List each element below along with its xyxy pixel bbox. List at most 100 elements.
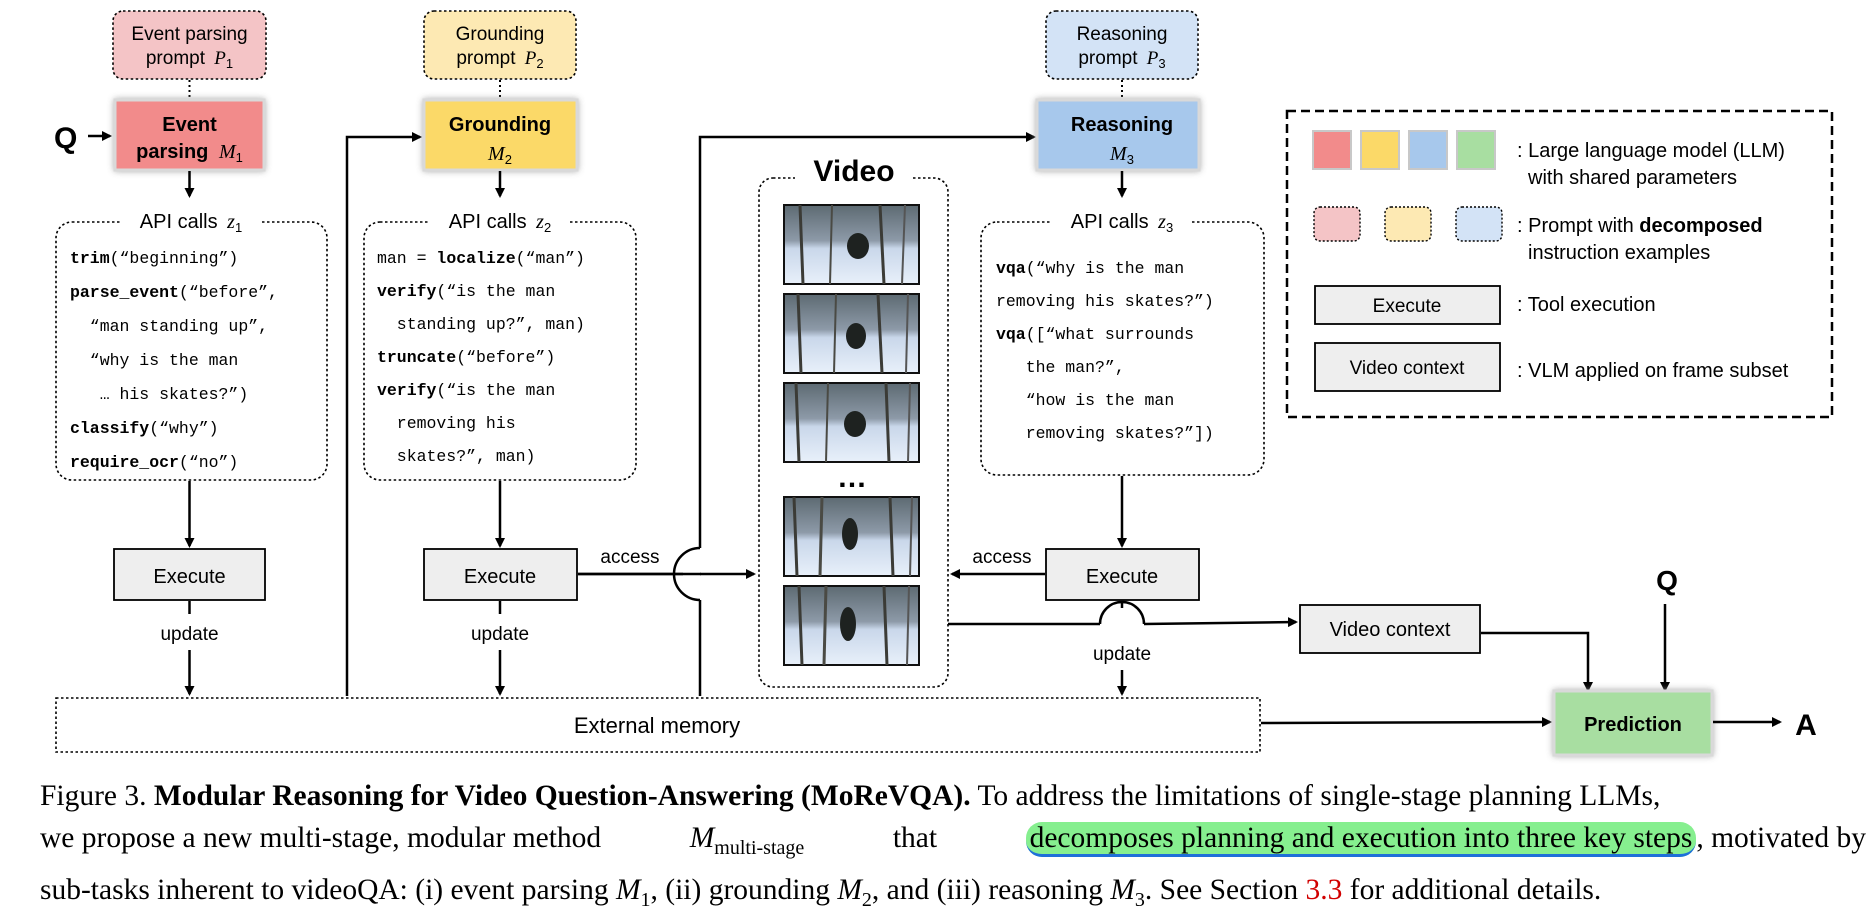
event-parsing-update-label: update [160,624,218,645]
legend-swatch-red [1312,130,1352,170]
prediction-label: Prediction [1584,714,1682,736]
reasoning-prompt-label: prompt P3 [1078,48,1165,71]
event-parsing-execute-label: Execute [153,566,225,588]
caption-highlight-wrap: decomposes planning and execution into t… [1025,817,1866,869]
legend-context-label: Video context [1350,358,1466,379]
video-frame [783,204,920,285]
caption-m-multi-sub: multi-stage [714,836,805,859]
grounding-prompt-word: prompt [456,48,516,69]
legend-llm-line1: : Large language model (LLM) [1517,140,1785,162]
grounding-code: man = localize(“man”) verify(“is the man… [377,249,585,466]
code-line: require_ocr(“no”) [70,453,238,472]
reasoning-prompt-sub: 3 [1158,56,1165,71]
stage-event-parsing: Event parsing prompt P1 Event parsing M1… [54,10,328,696]
grounding-prompt-label: prompt P2 [456,48,543,71]
caption-s2a: we propose a new multi-stage, modular me… [40,822,602,854]
video-ellipsis: … [837,461,867,494]
memory-feedback-lines [345,132,1036,696]
reasoning-api-word: API calls [1071,211,1149,233]
video-frame [783,293,920,374]
question-label: Q [54,122,77,155]
legend-prompt-pre: : Prompt with [1517,215,1639,237]
legend-execute-box [1314,285,1501,325]
video-frame [783,382,920,463]
caption-s3c: , and (iii) reasoning [871,873,1103,906]
caption-m-multi: Mmulti-stage [690,817,805,869]
event-parsing-api-box [55,221,328,481]
legend-llm-line2: with shared parameters [1527,167,1737,189]
video-panel: Video … [758,150,949,688]
video-title: Video [813,155,894,188]
caption-s2b: that [892,822,938,854]
legend-prompt-swatch-yellow [1384,206,1432,242]
grounding-model-label: M2 [487,143,512,167]
caption-m3-sub: 3 [1134,888,1145,911]
reasoning-execute-box [1045,548,1200,601]
code-line: removing his [377,414,516,433]
caption-line-1: Figure 3. Modular Reasoning for Video Qu… [40,775,1866,817]
legend-prompt-swatch-blue [1455,206,1503,242]
reasoning-prompt-title: Reasoning [1077,24,1168,45]
legend-prompt-swatch-red [1313,206,1361,242]
code-line: vqa(“why is the man [996,259,1184,278]
reasoning-access-label: access [972,547,1031,568]
reasoning-api-label: API calls z3 [1071,211,1173,235]
grounding-model-var: M [487,143,506,165]
grounding-execute-box [423,548,578,601]
code-line: standing up?”, man) [377,315,585,334]
event-parsing-prompt-sub: 1 [226,56,233,71]
code-line: verify(“is the man [377,381,555,400]
grounding-api-sub: 2 [544,220,551,235]
grounding-prompt-title: Grounding [456,24,545,45]
event-parsing-prompt-label: prompt P1 [146,48,233,71]
event-parsing-model-label: parsing M1 [136,141,243,165]
caption-m-multi-var: M [689,822,715,854]
reasoning-update-label: update [1093,644,1151,665]
video-context-box [1299,604,1481,654]
caption-m2-sub: 2 [861,888,872,911]
caption-m2-var: M [837,873,862,906]
reasoning-api-sub: 3 [1166,220,1173,235]
prediction-group: Q Prediction A [1552,565,1817,757]
code-line: “how is the man [996,391,1174,410]
legend-execute-desc: : Tool execution [1517,294,1656,316]
legend: : Large language model (LLM) with shared… [1285,109,1834,419]
code-line: classify(“why”) [70,419,219,438]
video-frame [783,585,920,666]
video-frame [783,496,920,577]
stage-reasoning: Reasoning prompt P3 Reasoning M3 API cal… [950,10,1265,696]
grounding-model-title: Grounding [449,114,551,136]
legend-swatch-yellow [1360,130,1400,170]
caption-line-3: sub-tasks inherent to videoQA: (i) event… [40,869,1866,921]
event-parsing-prompt-title: Event parsing [131,24,247,45]
code-line: vqa([“what surrounds [996,325,1194,344]
reasoning-prompt-word: prompt [1078,48,1138,69]
code-line: verify(“is the man [377,282,555,301]
caption-s3e: for additional details. [1349,873,1602,906]
external-memory-label: External memory [574,713,740,738]
legend-swatch-green [1456,130,1496,170]
legend-prompt-bold: decomposed [1639,215,1762,237]
reasoning-code: vqa(“why is the man removing his skates?… [996,259,1214,443]
caption-section-ref[interactable]: 3.3 [1305,873,1343,906]
event-parsing-prompt-word: prompt [146,48,206,69]
grounding-prompt-box [423,10,577,80]
external-memory-box [55,697,1261,753]
code-line: parse_event(“before”, [70,283,278,302]
caption-s3a: sub-tasks inherent to videoQA: (i) event… [40,873,609,906]
event-parsing-model-sub: 1 [236,150,243,165]
reasoning-model-box [1035,98,1201,172]
caption-m1-sub: 1 [640,888,651,911]
grounding-execute-label: Execute [464,566,536,588]
event-parsing-model-box [113,98,266,172]
legend-context-desc: : VLM applied on frame subset [1517,360,1789,382]
caption-s2c: , motivated by [1696,822,1866,854]
legend-prompt-line2: instruction examples [1528,242,1710,264]
caption-m1-var: M [615,873,641,906]
reasoning-api-var: z [1157,211,1166,233]
caption-sentence-1: To address the limitations of single-sta… [977,780,1661,812]
grounding-api-var: z [535,211,544,233]
legend-prompt-line1: : Prompt with decomposed [1517,215,1763,237]
grounding-api-label: API calls z2 [449,211,551,235]
morevqa-diagram: Event parsing prompt P1 Event parsing M1… [54,10,1834,757]
